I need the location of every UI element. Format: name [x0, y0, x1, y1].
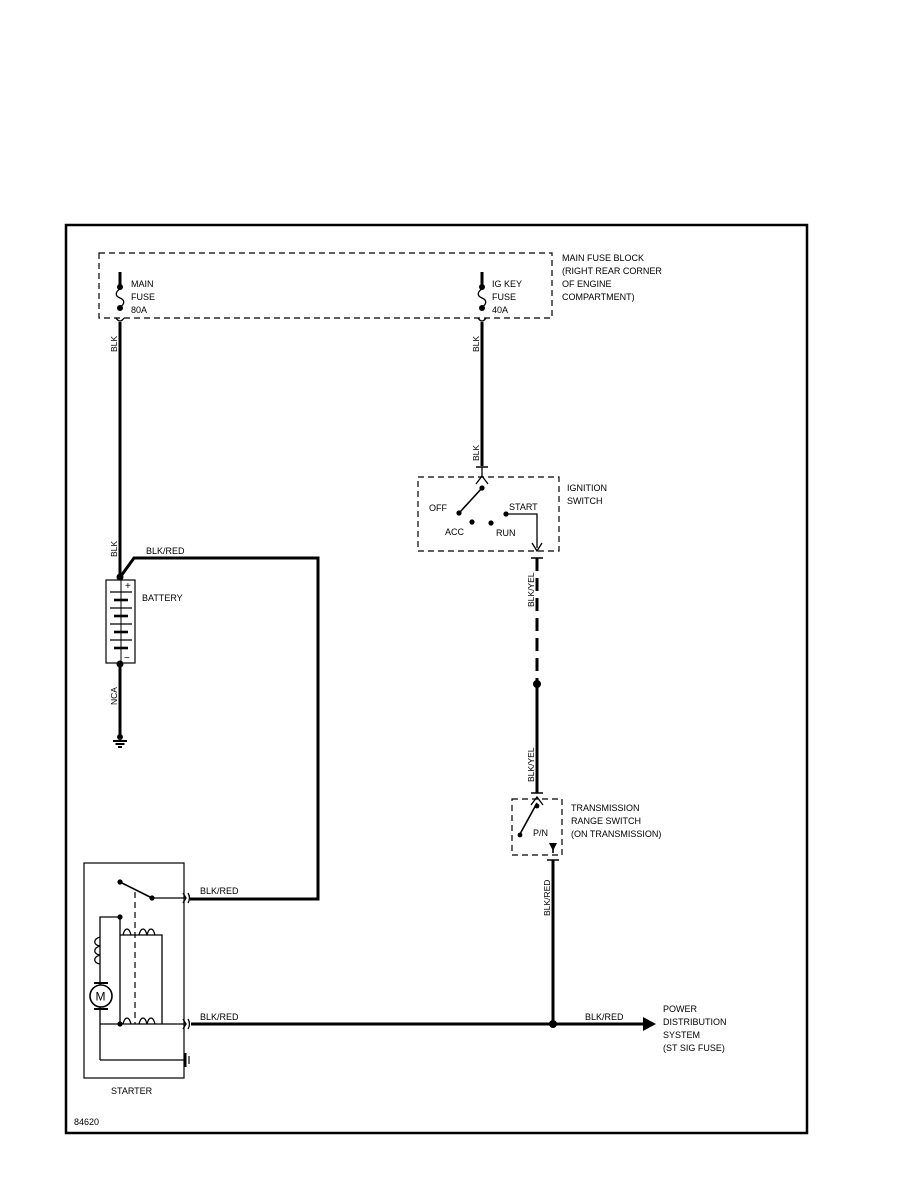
- power-dist-label-2: DISTRIBUTION: [663, 1017, 727, 1027]
- ig-fuse-icon: [477, 288, 487, 308]
- main-fuse-label-2: FUSE: [131, 292, 155, 302]
- fuse-block-label-1: MAIN FUSE BLOCK: [562, 253, 644, 263]
- wire-label-ig-fuse-out: BLK: [471, 336, 481, 352]
- fuse-block-label-4: COMPARTMENT): [562, 292, 635, 302]
- ignition-contact-off: [456, 510, 462, 516]
- ignition-label-2: SWITCH: [567, 496, 603, 506]
- battery-negative-terminal: [116, 660, 124, 668]
- starter-internal-wire-left: [99, 916, 120, 1060]
- power-distribution: POWER DISTRIBUTION SYSTEM (ST SIG FUSE): [663, 1004, 727, 1053]
- ignition-pos-run: RUN: [496, 528, 516, 538]
- ignition-contact-run: [488, 520, 494, 526]
- trans-switch-outline: [511, 798, 563, 856]
- battery-plus-sign: +: [125, 581, 131, 592]
- ignition-switch-outline: [417, 476, 560, 552]
- trans-input-arrow: [530, 795, 544, 806]
- main-fuse-label-3: 80A: [131, 305, 147, 315]
- main-fuse: MAIN FUSE 80A: [115, 272, 155, 322]
- starter-motor-label: M: [96, 990, 106, 1004]
- wire-label-starter-solenoid: BLK/RED: [200, 886, 239, 896]
- main-fuse-terminal-bottom: [117, 305, 123, 311]
- ignition-start-lead: [506, 513, 538, 548]
- wire-label-ign-in: BLK: [471, 445, 481, 461]
- ig-fuse-terminal-top: [479, 284, 485, 290]
- ignition-pivot: [479, 485, 485, 491]
- starter-hold-coil-wire: [120, 934, 163, 1024]
- wire-label-trans-in: BLK/YEL: [526, 747, 536, 782]
- main-fuse-icon: [115, 288, 125, 308]
- ignition-contact-acc: [469, 519, 475, 525]
- ignition-label-1: IGNITION: [567, 483, 607, 493]
- ignition-pos-start: START: [509, 502, 538, 512]
- battery-label: BATTERY: [142, 593, 183, 603]
- ignition-switch-blade: [459, 487, 483, 513]
- ignition-pos-acc: ACC: [445, 527, 465, 537]
- ig-fuse-terminal-bottom: [479, 305, 485, 311]
- trans-label-1: TRANSMISSION: [571, 803, 640, 813]
- starter-hold-coil-icon: [122, 928, 156, 936]
- main-fuse-connector: [115, 317, 125, 322]
- starter-pull-coil-icon: [122, 1017, 156, 1025]
- starter-outline: [83, 862, 185, 1079]
- starter-switch-blade: [119, 881, 151, 898]
- wire-battery-to-starter-solenoid: [119, 556, 320, 901]
- trans-pos-pn: P/N: [533, 828, 548, 838]
- main-fuse-terminal-top: [117, 284, 123, 290]
- battery-minus-sign: −: [124, 653, 130, 664]
- starter-node: [117, 1021, 123, 1027]
- ignition-pos-off: OFF: [429, 503, 447, 513]
- ignition-output-arrow: [531, 542, 543, 553]
- main-fuse-block: MAIN FUSE BLOCK (RIGHT REAR CORNER OF EN…: [98, 252, 662, 319]
- trans-label-2: RANGE SWITCH: [571, 816, 641, 826]
- wire-label-to-power-dist: BLK/RED: [585, 1012, 624, 1022]
- power-dist-label-4: (ST SIG FUSE): [663, 1043, 725, 1053]
- ig-fuse-label-1: IG KEY: [492, 279, 522, 289]
- fuse-block-label-2: (RIGHT REAR CORNER: [562, 266, 662, 276]
- power-distribution-arrow-icon: [643, 1017, 656, 1031]
- wire-label-battery-ground: NCA: [109, 687, 119, 705]
- starter-solenoid-connector: [187, 892, 191, 904]
- wire-label-battery-branch: BLK/RED: [146, 546, 185, 556]
- ig-fuse-label-3: 40A: [492, 305, 508, 315]
- ground-terminal: [117, 734, 123, 740]
- wire-label-battery-pos: BLK: [109, 541, 119, 557]
- figure-number: 84620: [74, 1117, 99, 1127]
- power-dist-label-3: SYSTEM: [663, 1030, 700, 1040]
- starter-main-connector: [187, 1018, 191, 1030]
- ig-key-fuse: IG KEY FUSE 40A: [477, 272, 522, 322]
- starter-motor-icon: [89, 984, 113, 1008]
- ignition-switch: OFF ACC RUN START IGNITION SWITCH: [417, 467, 607, 553]
- wire-label-trans-out: BLK/RED: [542, 880, 552, 916]
- wire-label-main-fuse-out: BLK: [109, 336, 119, 352]
- starter-switch-arrow: [182, 892, 187, 904]
- fuse-block-outline: [98, 252, 553, 319]
- fuse-block-label-3: OF ENGINE: [562, 279, 612, 289]
- power-dist-label-1: POWER: [663, 1004, 698, 1014]
- starter-label: STARTER: [111, 1086, 153, 1096]
- battery: + − BATTERY: [105, 573, 183, 668]
- main-fuse-label-1: MAIN: [131, 279, 154, 289]
- trans-contact: [517, 832, 523, 838]
- trans-label-3: (ON TRANSMISSION): [571, 829, 661, 839]
- starter: STARTER M: [83, 862, 191, 1096]
- trans-output-arrow: [549, 843, 557, 851]
- ig-fuse-connector: [477, 317, 487, 322]
- diagram-frame: [64, 223, 809, 1135]
- ground-icon: [113, 734, 127, 748]
- starter-main-arrow: [182, 1018, 187, 1030]
- wire-label-starter-main: BLK/RED: [200, 1012, 239, 1022]
- starter-field-coil-icon: [94, 936, 101, 965]
- ig-fuse-label-2: FUSE: [492, 292, 516, 302]
- trans-switch-blade: [519, 802, 538, 835]
- trans-pivot: [534, 803, 540, 809]
- wire-label-ign-out: BLK/YEL: [526, 572, 536, 607]
- transmission-range-switch: P/N TRANSMISSION RANGE SWITCH (ON TRANSM…: [511, 795, 661, 856]
